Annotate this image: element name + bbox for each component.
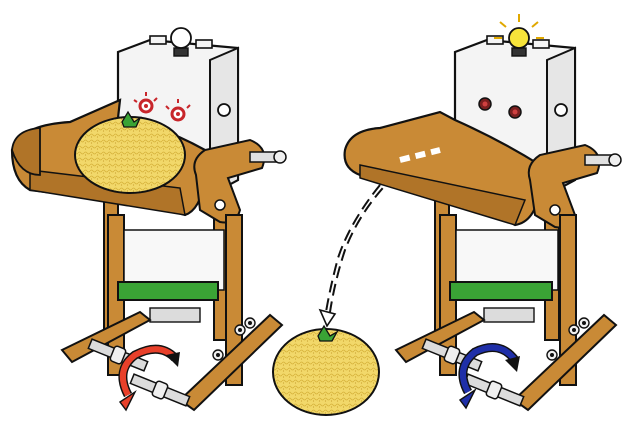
rotation-arrow-icon <box>118 344 180 412</box>
fruit-icon <box>74 110 186 194</box>
base-frame <box>60 310 284 412</box>
wheel-axle <box>86 335 192 410</box>
tray <box>343 110 542 227</box>
fruit-icon <box>272 324 380 416</box>
status-leds <box>478 97 522 119</box>
robot-left <box>10 27 287 412</box>
side-bracket <box>193 138 287 224</box>
gear-mechanism <box>449 229 559 323</box>
front-leg-right <box>559 214 577 386</box>
fall-path-arrow-icon <box>318 174 396 328</box>
status-leds <box>133 92 191 122</box>
wheel-axle <box>420 335 526 410</box>
robot-right <box>343 14 622 412</box>
light-bulb-icon <box>494 14 544 57</box>
gear-mechanism <box>117 229 225 323</box>
light-bulb-icon <box>170 27 192 57</box>
front-leg-right <box>225 214 243 386</box>
base-frame <box>394 310 618 412</box>
rotation-arrow-icon <box>458 343 520 410</box>
